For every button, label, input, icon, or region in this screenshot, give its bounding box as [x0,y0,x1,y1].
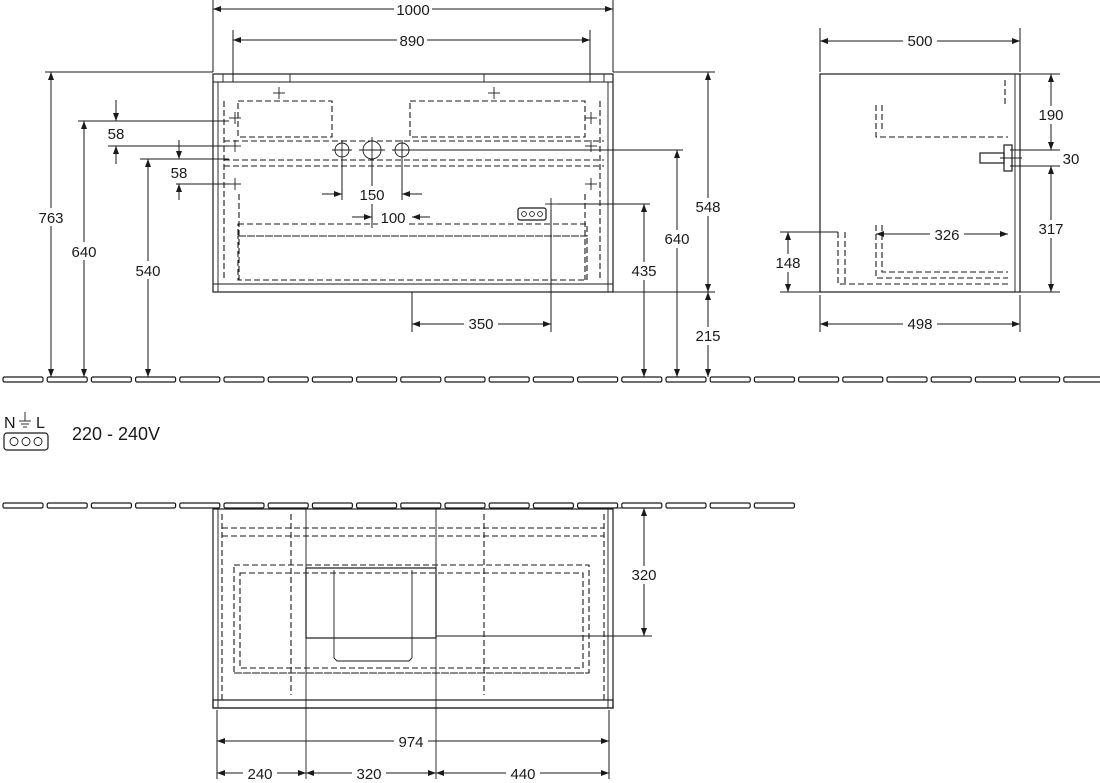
dim-offset-58-top: 58 [108,126,125,143]
floor-line-top [2,376,1100,383]
pipe-connection-icon [979,144,1022,172]
water-connection-icon [332,137,412,163]
dim-bottom-seg-320: 320 [356,766,381,783]
dim-front-inner-width: 890 [399,33,424,50]
dim-offset-58-bottom: 58 [171,165,188,182]
dim-front-width: 1000 [396,2,429,19]
dim-bottom-width: 974 [398,734,423,751]
front-view [45,0,715,332]
dim-height-548: 548 [695,199,720,216]
dim-side-height-148: 148 [775,255,800,272]
ground-icon [19,412,31,428]
voltage-label: 220 - 240V [72,424,160,444]
dim-height-435: 435 [631,263,656,280]
side-view [780,28,1060,332]
dim-bottom-seg-240: 240 [247,766,272,783]
dim-spacing-100: 100 [380,210,405,227]
dim-height-640-right: 640 [664,231,689,248]
symbol-n: N [4,415,16,432]
dim-side-height-317: 317 [1038,221,1063,238]
dimension-labels: 1000 890 763 640 540 58 58 150 100 548 6… [36,0,1079,783]
dim-bottom-depth-320: 320 [631,567,656,584]
dim-side-top-depth: 500 [907,33,932,50]
socket-icon [3,432,49,451]
dim-height-215: 215 [695,328,720,345]
front-cabinet-outline [212,73,614,293]
dim-bottom-seg-440: 440 [510,766,535,783]
fixing-point-icon [229,87,597,210]
dim-side-depth-326: 326 [934,227,959,244]
dim-height-763: 763 [38,210,63,227]
dim-side-bottom-depth: 498 [907,316,932,333]
side-cabinet-outline [819,73,1021,293]
bottom-cabinet-outline [212,508,614,709]
dim-spacing-150: 150 [359,187,384,204]
bottom-view [212,507,652,779]
dim-height-540: 540 [135,263,160,280]
dim-height-640-left: 640 [71,244,96,261]
dim-side-height-190: 190 [1038,107,1063,124]
power-socket-icon [517,207,547,221]
wall-line-bottom [2,502,796,509]
dim-side-height-30: 30 [1063,151,1080,168]
dim-offset-350: 350 [468,316,493,333]
electrical-symbol: N L 220 - 240V [3,412,160,451]
symbol-l: L [36,415,45,432]
basin-outline [305,508,437,779]
